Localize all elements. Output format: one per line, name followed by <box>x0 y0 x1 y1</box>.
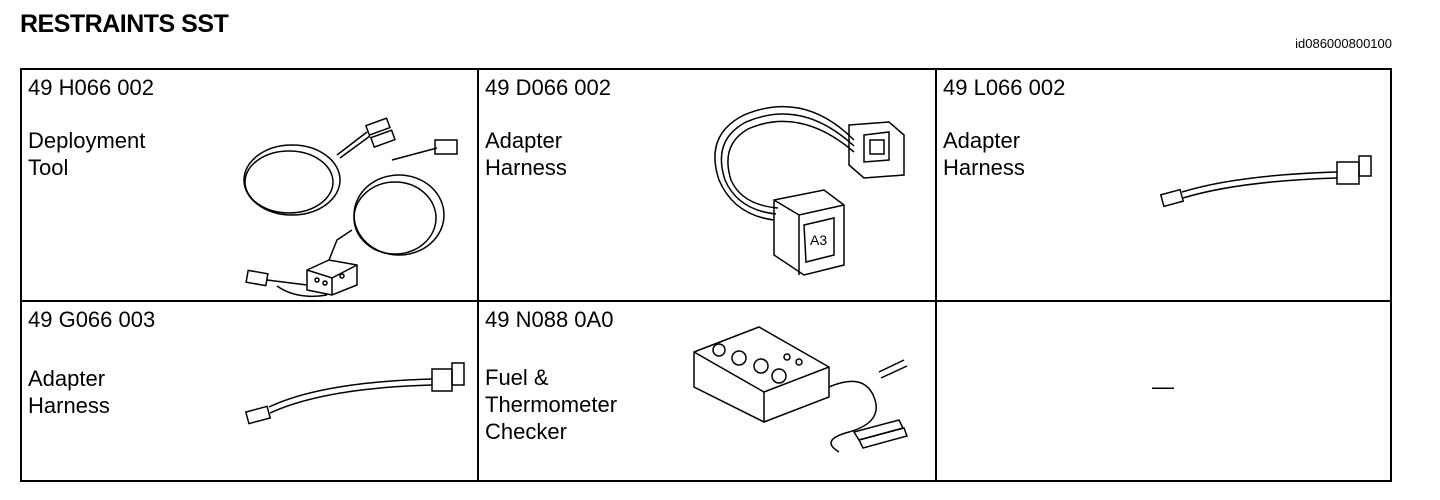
column-divider <box>935 70 937 480</box>
tool-name-line: Adapter <box>943 128 1021 153</box>
tool-cell: 49 G066 003 Adapter Harness <box>22 302 477 482</box>
tools-table: 49 H066 002 Deployment Tool <box>20 68 1392 482</box>
tool-cell: 49 L066 002 Adapter Harness <box>937 70 1392 300</box>
tool-name-line: Checker <box>485 419 567 444</box>
tool-name-line: Adapter <box>28 366 106 391</box>
tool-name-line: Harness <box>943 155 1025 180</box>
tool-cell: 49 H066 002 Deployment Tool <box>22 70 477 300</box>
tool-name: Deployment Tool <box>28 127 145 181</box>
tool-name: Fuel & Thermometer Checker <box>485 364 617 445</box>
tool-cell: 49 N088 0A0 Fuel & Thermometer Checker <box>479 302 935 482</box>
checker-box-icon <box>693 326 908 453</box>
tool-cell: 49 D066 002 Adapter Harness A3 <box>479 70 935 300</box>
row-divider <box>22 300 1390 302</box>
tool-name-line: Thermometer <box>485 392 618 417</box>
tool-name: Adapter Harness <box>28 365 110 419</box>
deployment-tool-icon <box>243 117 458 298</box>
page-title: RESTRAINTS SST <box>20 10 229 38</box>
tool-name-line: Adapter <box>485 128 563 153</box>
part-number: 49 G066 003 <box>28 307 156 332</box>
tool-name-line: Harness <box>485 155 567 180</box>
tool-name-line: Harness <box>28 393 110 418</box>
adapter-harness-icon: A3 <box>714 105 905 276</box>
adapter-harness-cable-icon <box>1159 155 1372 208</box>
column-divider <box>477 70 479 480</box>
tool-name-line: Deployment <box>28 128 146 153</box>
empty-cell: — <box>937 302 1392 482</box>
tool-name: Adapter Harness <box>485 127 567 181</box>
part-number: 49 D066 002 <box>485 75 611 100</box>
svg-text:A3: A3 <box>810 232 827 248</box>
placeholder-dash: — <box>1152 374 1174 399</box>
tool-name-line: Tool <box>28 155 69 180</box>
part-number: 49 H066 002 <box>28 75 154 100</box>
part-number: 49 L066 002 <box>943 75 1066 100</box>
document-id: id086000800100 <box>1295 36 1392 51</box>
tool-name-line: Fuel & <box>485 365 549 390</box>
part-number: 49 N088 0A0 <box>485 307 614 332</box>
tool-name: Adapter Harness <box>943 127 1025 181</box>
adapter-harness-cable-icon <box>244 362 465 425</box>
